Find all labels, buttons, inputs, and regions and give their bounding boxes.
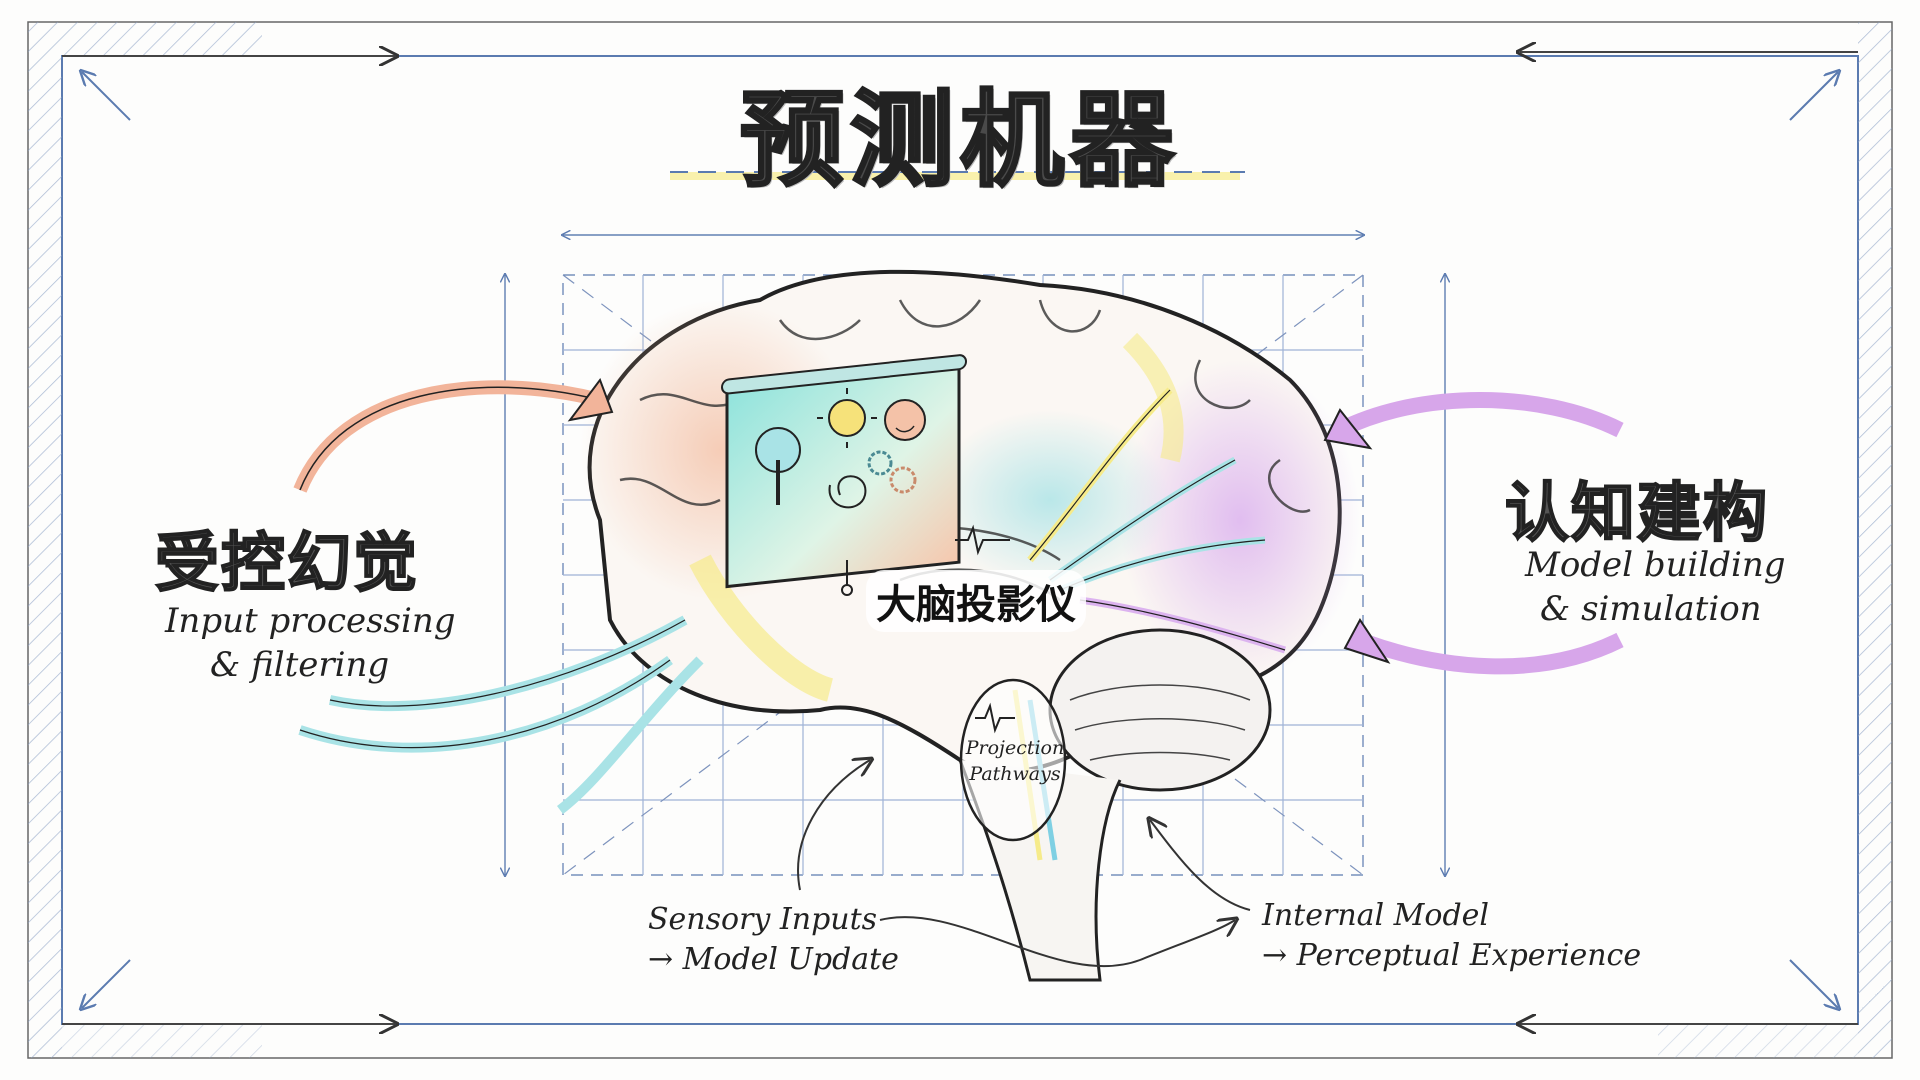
spiral-icon xyxy=(828,475,867,509)
annotation-line: Sensory Inputs xyxy=(648,902,878,937)
right-subtitle-line2: & simulation xyxy=(1540,589,1762,629)
tree-icon xyxy=(755,427,801,505)
pathway-ring xyxy=(955,524,1067,842)
annotation-line: → Perceptual Experience xyxy=(1262,938,1642,973)
projector-screen xyxy=(721,354,967,596)
annotation-line: → Model Update xyxy=(648,942,899,977)
projection-pathways-label: Projection Pathways xyxy=(965,735,1065,787)
left-subtitle-line1: Input processing xyxy=(165,601,456,641)
internal-model-annotation: Internal Model → Perceptual Experience xyxy=(1262,896,1641,976)
left-subtitle-line2: & filtering xyxy=(210,645,390,685)
page-title: 预测机器 xyxy=(738,78,1180,203)
annotation-line: Internal Model xyxy=(1262,898,1489,933)
heartbeat-icon xyxy=(955,524,1010,556)
leader-lines xyxy=(797,760,1251,968)
sun-icon xyxy=(817,388,877,448)
projection-arrows xyxy=(1027,387,1287,654)
gears-icon xyxy=(867,450,917,494)
left-input-arrows xyxy=(293,377,704,814)
right-modeling-arrows xyxy=(1323,392,1624,675)
right-subtitle-line1: Model building xyxy=(1525,545,1786,585)
brain-projector-label: 大脑投影仪 xyxy=(866,570,1086,632)
right-heading: 认知建构 xyxy=(1504,476,1769,552)
pathway-label-line1: Projection xyxy=(965,737,1065,759)
pathway-label-line2: Pathways xyxy=(969,763,1061,785)
blueprint-frame xyxy=(27,21,1893,1059)
corner-arrows xyxy=(62,52,1858,1024)
left-heading: 受控幻觉 xyxy=(154,526,419,602)
title-underline xyxy=(670,171,1245,180)
face-icon xyxy=(884,399,926,441)
heartbeat-icon xyxy=(975,702,1015,734)
sensory-inputs-annotation: Sensory Inputs → Model Update xyxy=(648,900,899,980)
